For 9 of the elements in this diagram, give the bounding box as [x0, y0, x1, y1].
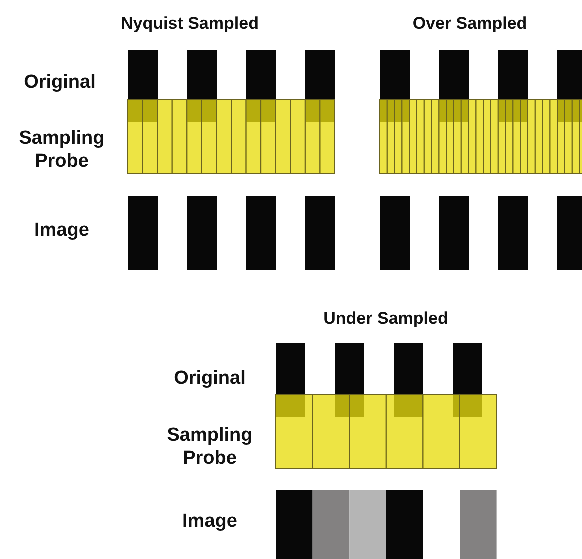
row-label: Image: [182, 511, 238, 534]
row-label: Original: [173, 368, 247, 391]
panel-title: Over Sampled: [412, 14, 528, 34]
row-label: Sampling Probe: [166, 425, 254, 471]
panel-title: Nyquist Sampled: [120, 14, 260, 34]
row-label: Original: [23, 72, 97, 95]
row-label: Image: [34, 220, 90, 243]
panel-title: Under Sampled: [322, 309, 450, 330]
row-label: Sampling Probe: [18, 128, 106, 174]
